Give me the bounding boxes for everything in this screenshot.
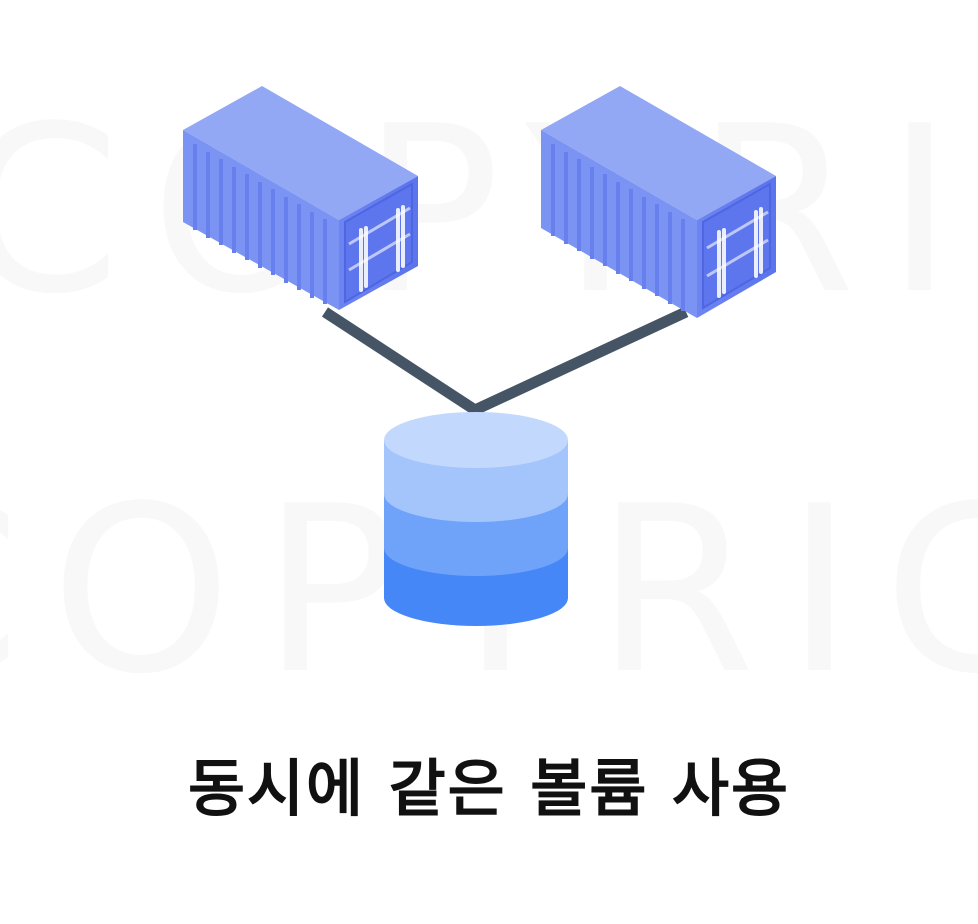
container-left: [183, 86, 418, 310]
volume-top-face: [384, 412, 568, 468]
connector-lines: [321, 307, 689, 417]
diagram-caption: 동시에 같은 볼륨 사용: [187, 752, 791, 825]
volume-cylinder: [384, 412, 568, 626]
container-right: [541, 86, 776, 318]
watermark-text-top: COPYRIGHT: [0, 78, 978, 345]
container-top-face: [183, 86, 418, 220]
connector-line: [321, 307, 689, 417]
container-top-face: [541, 86, 776, 220]
